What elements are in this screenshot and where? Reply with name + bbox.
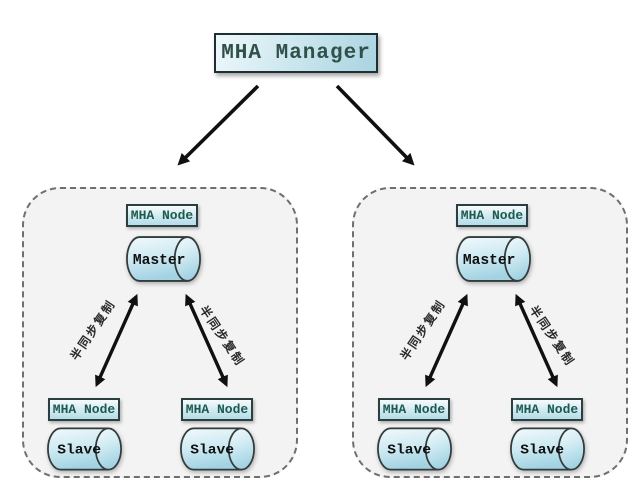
arrow-master1-slave1 [95, 293, 138, 388]
mha-node-label-slave-2b: MHA Node [511, 398, 583, 421]
slave-database-cylinder-2a: Slave [377, 427, 452, 471]
slave-label-1b: Slave [190, 443, 234, 458]
slave-label-1a: Slave [57, 443, 101, 458]
slave-database-cylinder-1b: Slave [180, 427, 255, 471]
master-database-cylinder-1: Master [126, 236, 201, 282]
mha-node-label-master-1: MHA Node [126, 204, 198, 227]
mha-manager-box: MHA Manager [214, 33, 378, 73]
mha-node-label-slave-1a: MHA Node [48, 398, 120, 421]
master-label-2: Master [463, 253, 516, 269]
arrow-manager-to-cluster-1 [177, 84, 260, 166]
slave-label-2a: Slave [387, 443, 431, 458]
master-label-1: Master [133, 253, 186, 269]
slave-label-2b: Slave [520, 443, 564, 458]
replication-cluster-2: MHA Node Master 半同步复制 半同步复制 MHA Node Sla… [352, 187, 628, 478]
arrow-master2-slave2 [515, 293, 558, 388]
mha-node-label-master-2: MHA Node [456, 204, 528, 227]
master-database-cylinder-2: Master [456, 236, 531, 282]
slave-database-cylinder-1a: Slave [47, 427, 122, 471]
mha-node-label-slave-2a: MHA Node [378, 398, 450, 421]
arrow-master2-slave1 [425, 293, 468, 388]
replication-cluster-1: MHA Node Master 半同步复制 半同步复制 MHA Node Sla… [22, 187, 298, 478]
mha-node-label-slave-1b: MHA Node [181, 398, 253, 421]
slave-database-cylinder-2b: Slave [510, 427, 585, 471]
arrow-master1-slave2 [185, 293, 228, 388]
arrow-manager-to-cluster-2 [335, 84, 415, 166]
